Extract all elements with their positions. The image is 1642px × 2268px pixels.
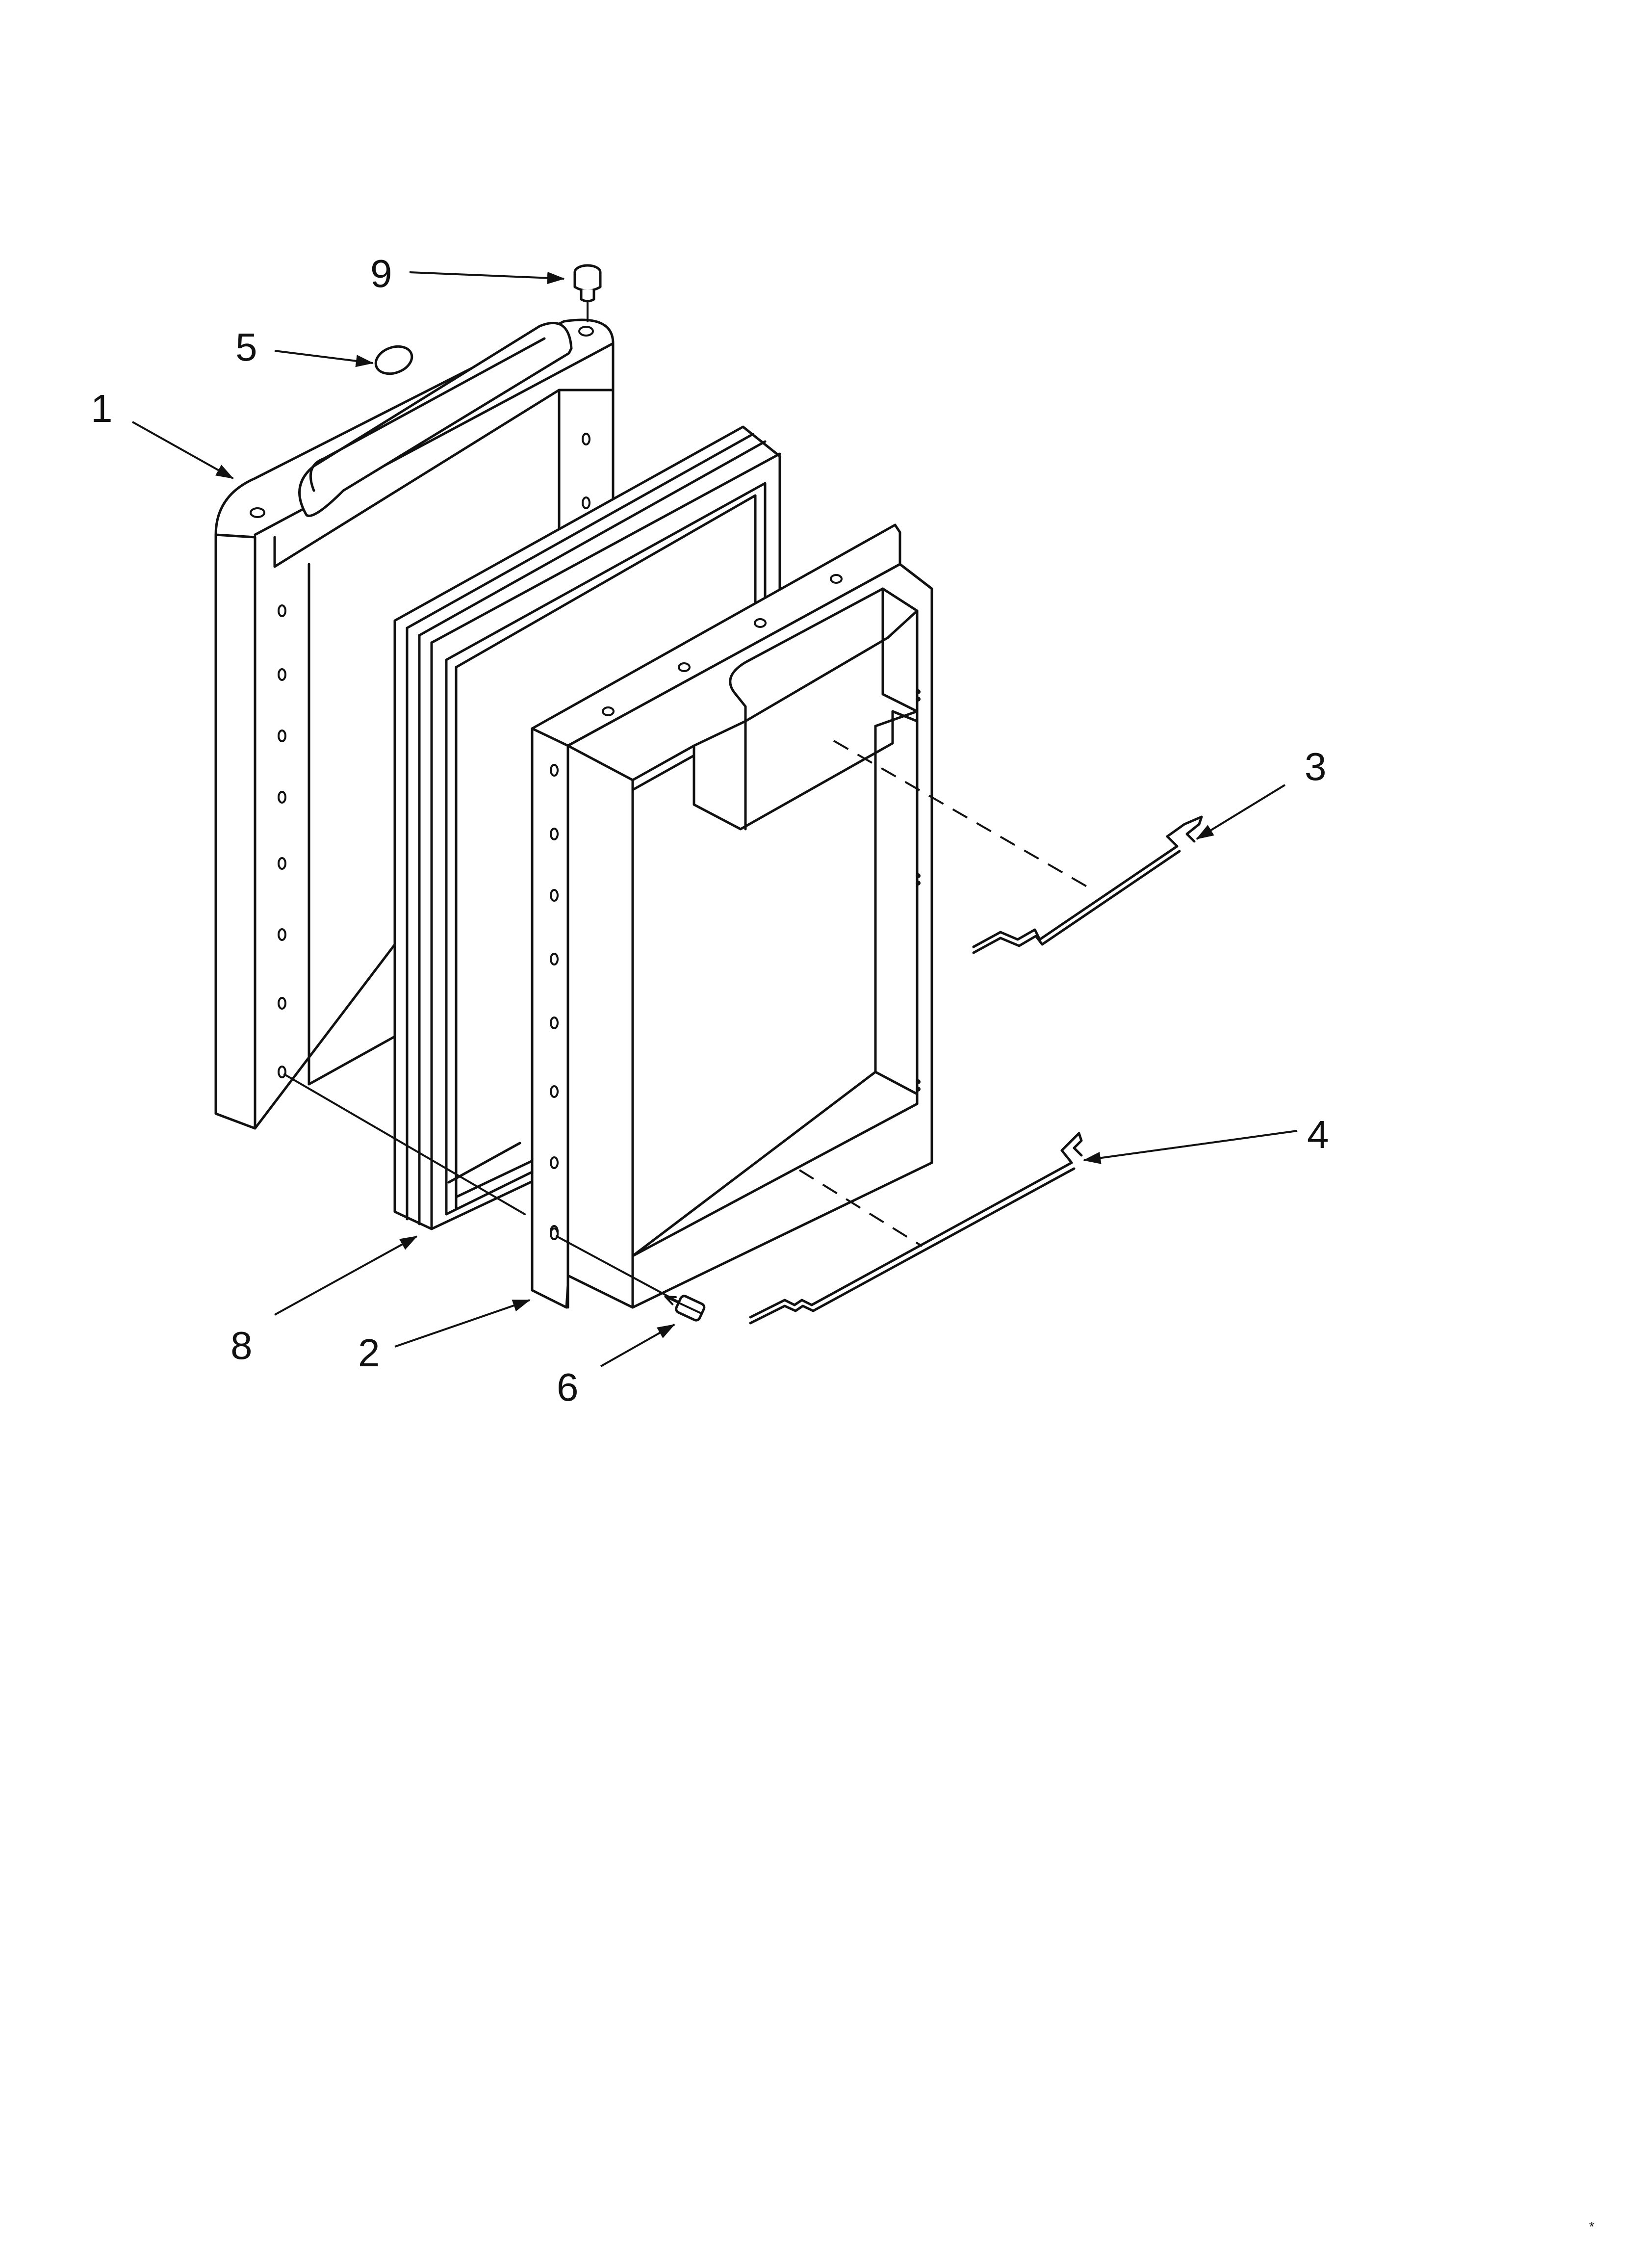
assembly-line-panel-liner [283, 1073, 526, 1215]
callout-1: 1 [91, 387, 234, 479]
door-inner-liner [531, 523, 933, 1309]
callout-label-9: 9 [370, 252, 392, 295]
assembly-line-liner-screw [556, 1235, 685, 1306]
dashed-line-rod-4 [798, 1169, 923, 1247]
part-3-wire-rod [972, 815, 1203, 954]
callout-2: 2 [358, 1299, 531, 1375]
dashed-line-rod-3 [833, 740, 1094, 891]
callout-label-4: 4 [1307, 1113, 1329, 1156]
callout-5: 5 [235, 325, 374, 369]
callout-3: 3 [1196, 745, 1327, 840]
callout-label-2: 2 [358, 1331, 380, 1375]
part-9-plug [573, 264, 602, 322]
callout-label-5: 5 [235, 325, 257, 369]
callout-label-6: 6 [557, 1365, 579, 1409]
part-5-cap [374, 345, 413, 375]
corner-mark: * [1589, 2219, 1594, 2234]
callout-label-3: 3 [1305, 745, 1327, 788]
callout-6: 6 [557, 1324, 675, 1409]
part-4-wire-rod [749, 1132, 1083, 1325]
callout-8: 8 [231, 1235, 418, 1367]
callout-9: 9 [370, 252, 565, 295]
callout-4: 4 [1083, 1113, 1329, 1164]
part-6-screw [664, 1295, 706, 1322]
callout-label-1: 1 [91, 387, 113, 430]
callout-label-8: 8 [231, 1324, 253, 1367]
